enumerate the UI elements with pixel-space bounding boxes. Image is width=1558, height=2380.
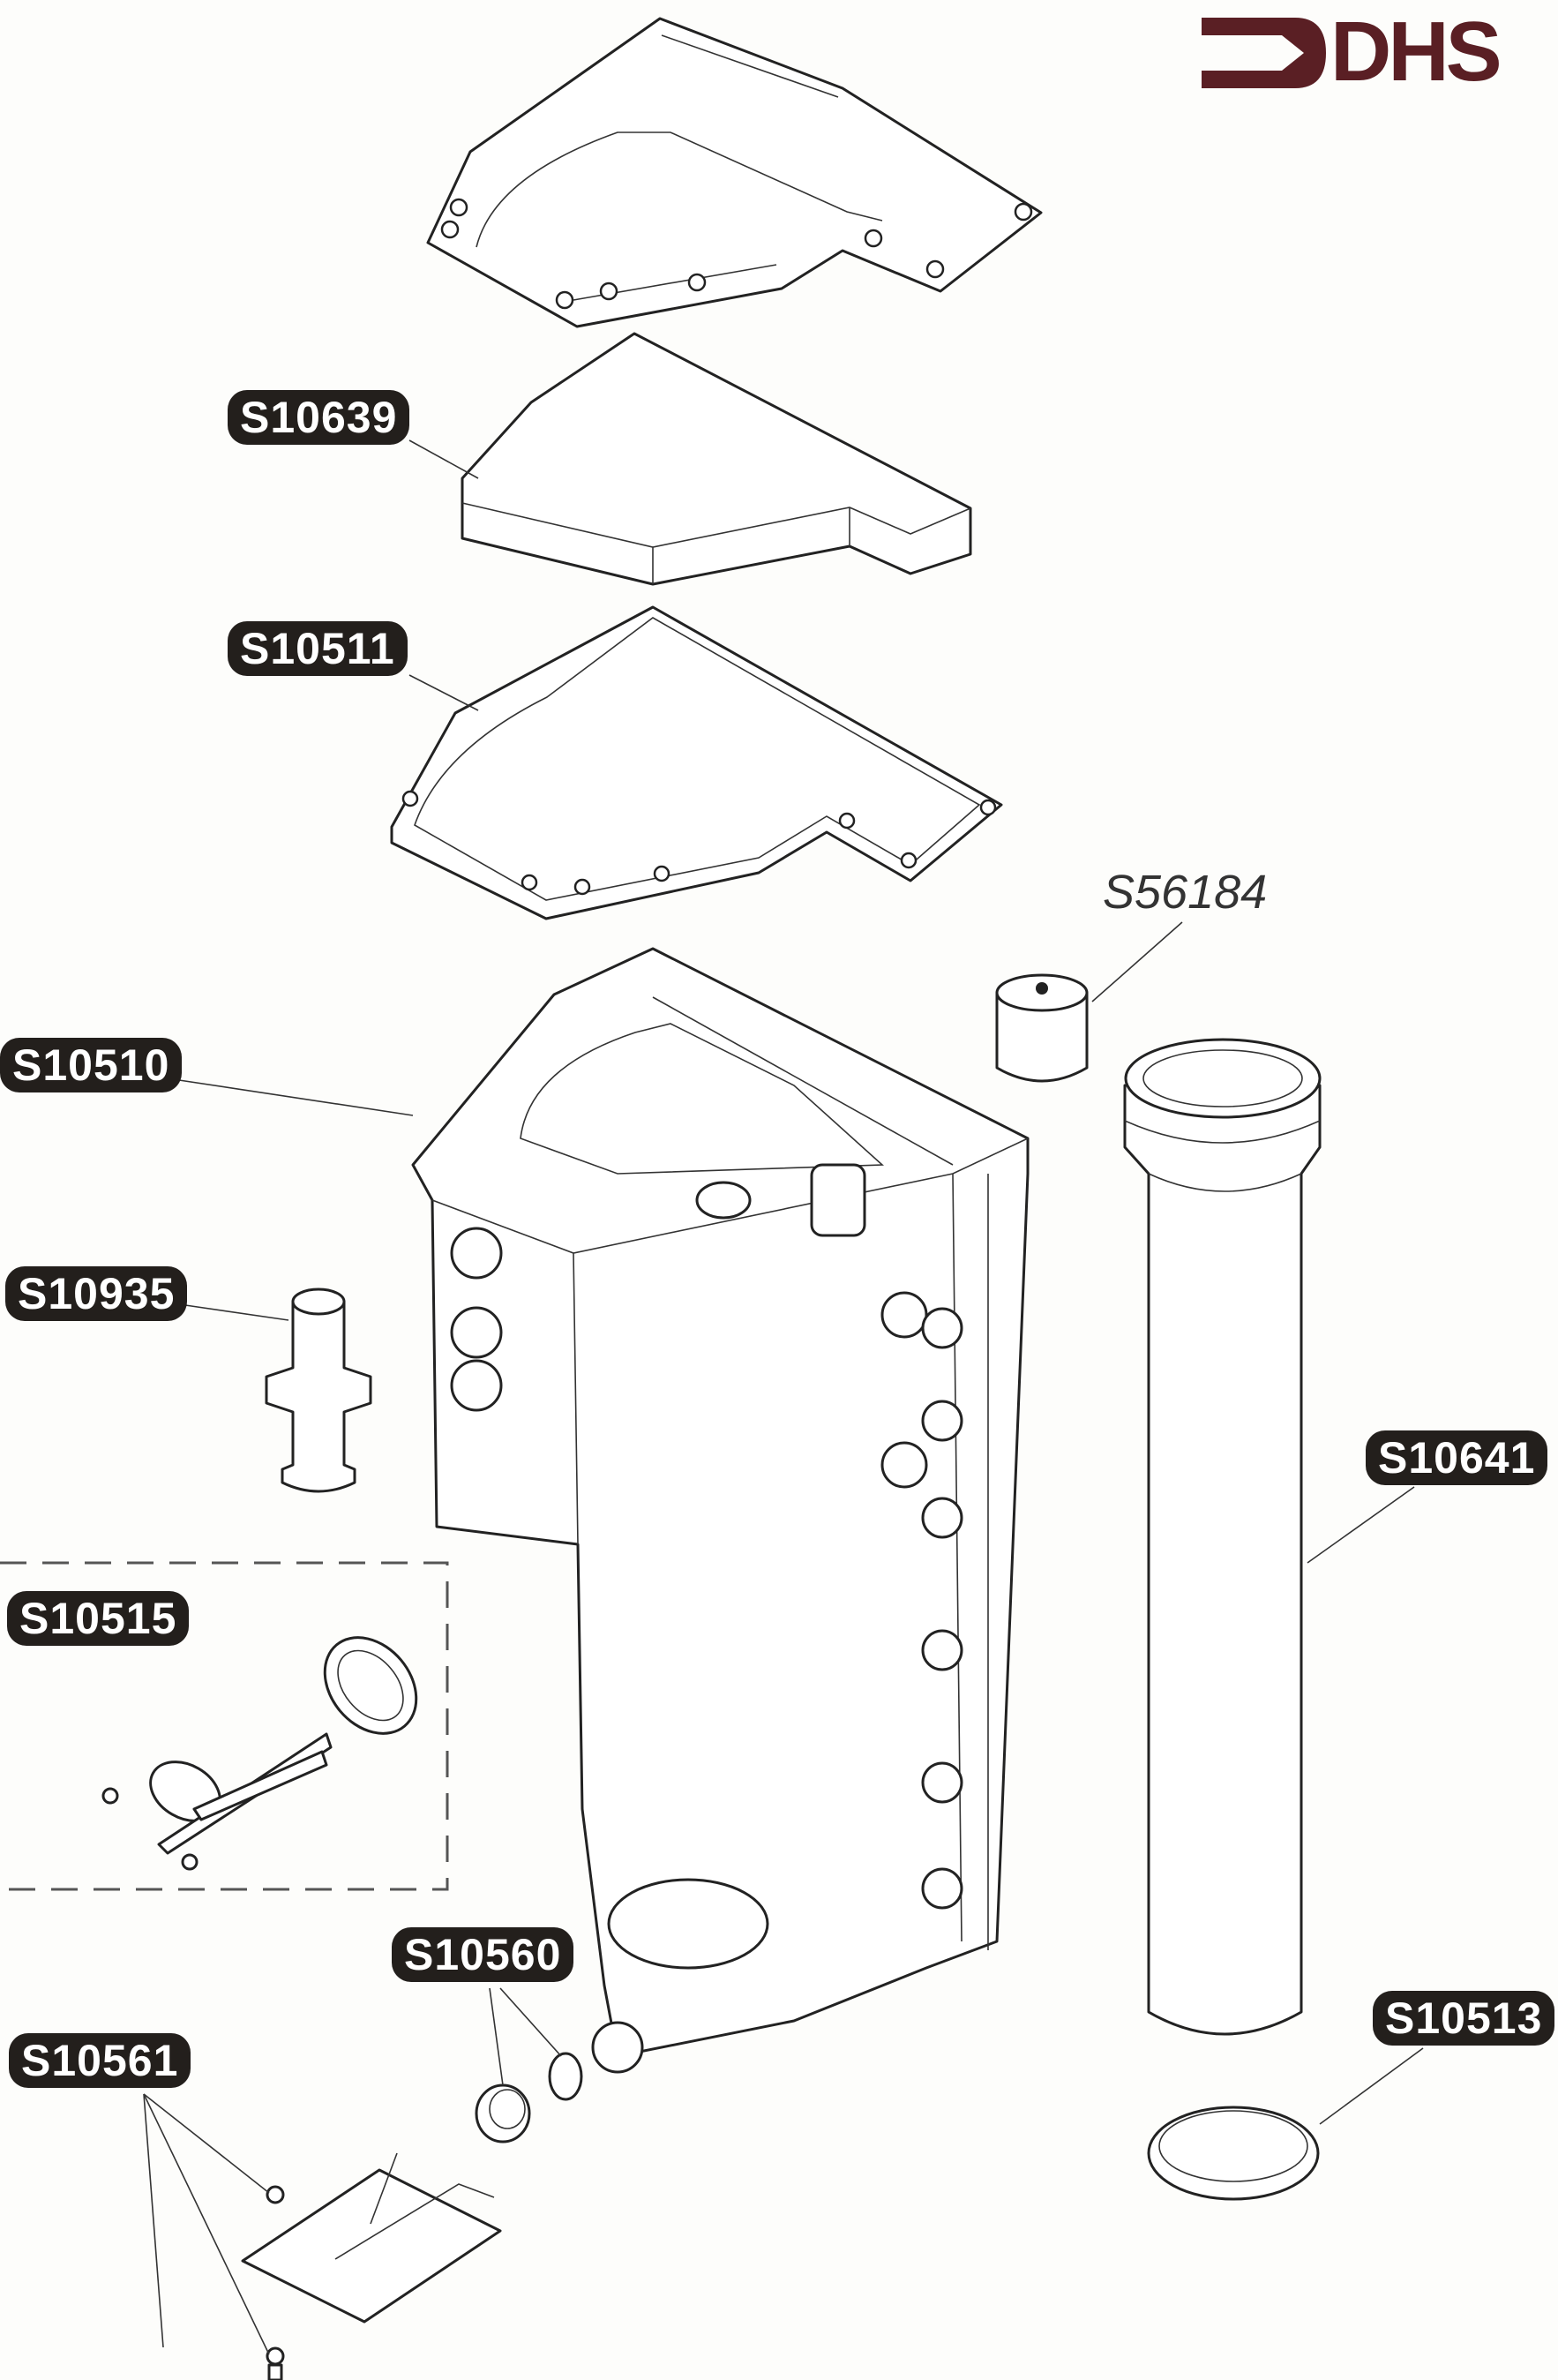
part-label-tube-seal[interactable]: S10513 (1373, 1991, 1555, 2046)
air-vent-part (995, 973, 1089, 1083)
heat-exchanger-body-part (411, 947, 1030, 2074)
gasket-part (390, 605, 1003, 920)
part-label-electrode-kit[interactable]: S10515 (7, 1591, 190, 1646)
tube-seal-part (1147, 2106, 1320, 2201)
insulation-part (461, 332, 972, 586)
top-cover-part (426, 17, 1043, 328)
connector-fitting-part (265, 1288, 372, 1493)
part-label-heat-exchanger-body[interactable]: S10510 (0, 1038, 183, 1092)
part-label-air-vent[interactable]: S56184 (1103, 866, 1268, 919)
part-label-flue-tube[interactable]: S10641 (1366, 1430, 1548, 1485)
cap-oring-part (475, 2052, 583, 2144)
dhs-logo: DHS (1330, 4, 1502, 99)
dhs-logo-arrow-icon (1202, 18, 1326, 88)
flue-tube-part (1123, 1038, 1322, 2036)
part-label-cover-gasket[interactable]: S10511 (228, 621, 408, 676)
part-label-bracket-kit[interactable]: S10561 (9, 2033, 191, 2088)
electrode-kit-part (0, 1561, 449, 1891)
part-label-upper-insulation[interactable]: S10639 (228, 390, 410, 445)
bracket-part (241, 2152, 502, 2380)
part-label-cap-oring[interactable]: S10560 (392, 1927, 574, 1982)
leader-lines (143, 439, 1424, 2355)
part-label-connector-fitting[interactable]: S10935 (5, 1266, 188, 1321)
